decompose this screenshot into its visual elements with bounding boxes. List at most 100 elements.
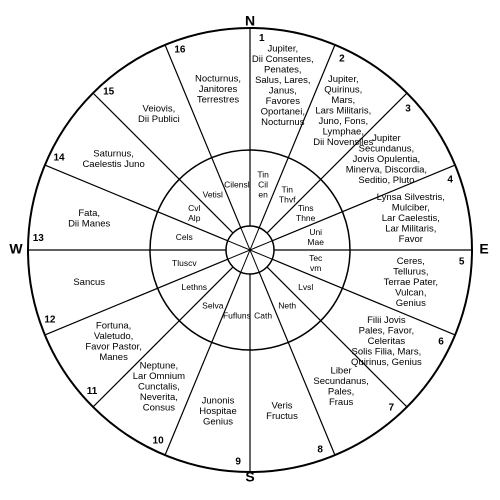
deity-line: Oportanei, bbox=[261, 107, 305, 118]
sector-spoke bbox=[271, 164, 456, 242]
compass-south: S bbox=[245, 469, 254, 485]
deity-line: Sancus bbox=[73, 277, 105, 288]
etruscan-line: Cath bbox=[254, 311, 272, 321]
etruscan-line: Tluscv bbox=[172, 258, 197, 268]
region-number: 13 bbox=[33, 233, 45, 244]
region-deities: Fata,Dii Manes bbox=[68, 208, 110, 230]
etruscan-name: Vetisl bbox=[203, 189, 223, 199]
deity-line: Secundanus, bbox=[359, 143, 414, 154]
deity-line: Manes bbox=[99, 352, 128, 363]
etruscan-line: Cels bbox=[176, 232, 193, 242]
etruscan-name: Cilensl bbox=[224, 179, 250, 189]
deity-line: Lar Omnium bbox=[133, 371, 185, 382]
deity-line: Jupiter, bbox=[267, 44, 298, 55]
etruscan-name: Fufluns bbox=[223, 311, 251, 321]
region-number: 8 bbox=[317, 445, 323, 456]
deity-line: Lar Militaris, bbox=[385, 224, 436, 235]
etruscan-line: Cilensl bbox=[224, 179, 250, 189]
region-deities: Ceres,Tellurus,Terrae Pater,Vulcan,Geniu… bbox=[384, 256, 438, 309]
deity-line: Salus, Lares, bbox=[255, 75, 310, 86]
deity-line: Saturnus, bbox=[93, 149, 134, 160]
compass-west: W bbox=[9, 241, 23, 257]
region-number: 4 bbox=[447, 175, 453, 186]
deity-line: Consus bbox=[143, 402, 175, 413]
etruscan-line: Mae bbox=[307, 237, 324, 247]
deity-line: Quirinus, Genius bbox=[351, 357, 422, 368]
etruscan-line: Tec bbox=[309, 253, 323, 263]
etruscan-name: Selva bbox=[202, 301, 224, 311]
deity-line: Dii Consentes, bbox=[252, 54, 314, 65]
deity-line: Neverita, bbox=[140, 392, 178, 403]
deity-line: Pales, bbox=[328, 387, 354, 398]
region-number: 16 bbox=[174, 45, 186, 56]
deity-line: Genius bbox=[396, 298, 426, 309]
etruscan-line: Cil bbox=[258, 179, 268, 189]
deity-line: Jupiter, bbox=[328, 74, 359, 85]
etruscan-name: Cath bbox=[254, 311, 272, 321]
deity-line: Nocturnus, bbox=[195, 74, 241, 85]
deity-line: Ceres, bbox=[397, 256, 425, 267]
deity-line: Solis Filia, Mars, bbox=[352, 347, 422, 358]
deity-line: Celeritas bbox=[368, 336, 406, 347]
deity-line: Lynsa Silvestris, bbox=[377, 192, 445, 203]
deity-line: Cunctalis, bbox=[138, 381, 180, 392]
region-number: 10 bbox=[153, 436, 165, 447]
deity-line: Mars, bbox=[331, 95, 355, 106]
etruscan-line: Fufluns bbox=[223, 311, 251, 321]
deity-line: Pales, Favor, bbox=[359, 326, 414, 337]
deity-line: Lar Caelestis, bbox=[382, 213, 440, 224]
deity-line: Favor bbox=[399, 234, 423, 245]
etruscan-line: Selva bbox=[202, 301, 224, 311]
sector-spoke bbox=[258, 271, 336, 456]
deity-line: Liber bbox=[331, 366, 352, 377]
etruscan-line: Thvf bbox=[279, 194, 296, 204]
deity-line: Veris bbox=[271, 401, 292, 412]
etruscan-name: Neth bbox=[278, 301, 296, 311]
deity-line: Minerva, Discordia, bbox=[346, 164, 427, 175]
deity-line: Favor Pastor, bbox=[85, 341, 142, 352]
etruscan-name: Tluscv bbox=[172, 258, 197, 268]
compass-east: E bbox=[479, 241, 488, 257]
deity-line: Fata, bbox=[78, 208, 100, 219]
deity-line: Fortuna, bbox=[96, 320, 131, 331]
deity-line: Tellurus, bbox=[393, 267, 428, 278]
sector-spoke bbox=[92, 92, 234, 234]
deity-line: Secundanus, bbox=[313, 376, 368, 387]
region-deities: Sancus bbox=[73, 277, 105, 288]
deity-line: Dii Manes bbox=[68, 218, 110, 229]
deity-line: Neptune, bbox=[140, 360, 179, 371]
region-number: 2 bbox=[339, 54, 345, 65]
region-deities: Lynsa Silvestris,Mulciber,Lar Caelestis,… bbox=[377, 192, 445, 245]
deity-line: Caelestis Juno bbox=[82, 159, 144, 170]
deity-line: Seditio, Pluto bbox=[358, 175, 414, 186]
deity-line: Terrestres bbox=[197, 95, 239, 106]
deity-line: Genius bbox=[203, 416, 233, 427]
etruscan-name: Lethns bbox=[182, 282, 208, 292]
etruscan-line: Thne bbox=[296, 213, 316, 223]
etruscan-line: Uni bbox=[309, 227, 322, 237]
region-deities: Jupiter,Quirinus,Mars,Lars Militaris,Jun… bbox=[313, 74, 373, 148]
deity-line: Lars Militaris, bbox=[315, 105, 371, 116]
deity-line: Valetudo, bbox=[94, 331, 133, 342]
etruscan-line: Cvl bbox=[188, 203, 200, 213]
sector-spoke bbox=[164, 271, 242, 456]
region-number: 14 bbox=[53, 153, 65, 164]
sector-spoke bbox=[164, 44, 242, 229]
deity-line: Jovis Opulentia, bbox=[353, 154, 421, 165]
etruscan-line: vm bbox=[310, 263, 321, 273]
region-deities: Jupiter,Dii Consentes,Penates,Salus, Lar… bbox=[252, 44, 314, 129]
deity-line: Filii Jovis bbox=[367, 315, 406, 326]
deity-line: Fructus bbox=[266, 411, 298, 422]
deity-line: Nocturnus bbox=[261, 117, 305, 128]
etruscan-name: Lvsl bbox=[298, 282, 313, 292]
